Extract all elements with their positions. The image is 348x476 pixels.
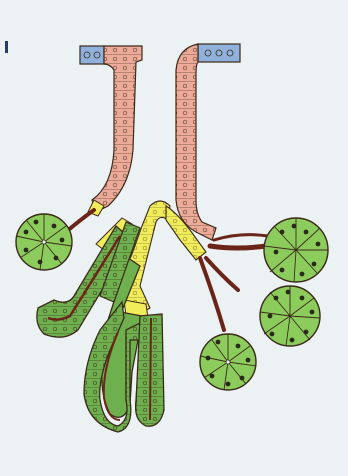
edge-mark — [5, 41, 8, 53]
serous-acinus-right-bottom — [200, 334, 256, 390]
serous-acinus-right-top — [264, 218, 328, 282]
right-duct-blue-segment — [198, 44, 240, 62]
serous-acinus-right-middle — [260, 286, 320, 346]
left-duct-blue-segment — [80, 46, 104, 64]
serous-acinus-left — [16, 214, 72, 270]
right-excretory-duct — [176, 44, 240, 240]
left-excretory-duct — [80, 46, 142, 212]
